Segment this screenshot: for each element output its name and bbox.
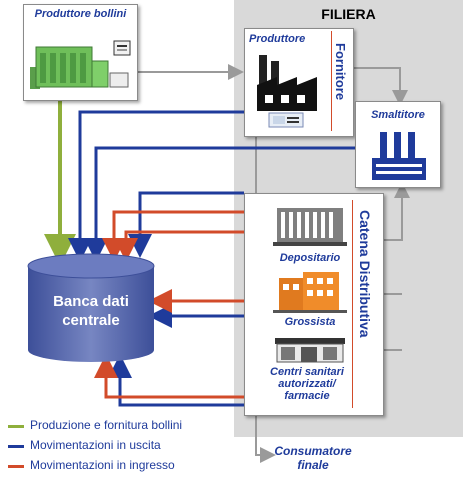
- smaltitore-label: Smaltitore: [371, 109, 425, 121]
- legend-label: Produzione e fornitura bollini: [30, 418, 183, 432]
- incinerator-icon: [372, 132, 426, 180]
- fornitore-divider: [331, 31, 332, 131]
- catena-side-label: Catena Distributiva: [357, 210, 373, 338]
- grossista-icon: [273, 272, 347, 313]
- filiera-title: FILIERA: [321, 6, 376, 22]
- printing-machine-icon: [30, 40, 131, 89]
- consumatore-label: Consumatore finale: [274, 444, 352, 472]
- legend-swatch-blue: [8, 445, 24, 448]
- smaltitore-box: Smaltitore: [355, 101, 441, 188]
- fornitore-side-label: Fornitore: [333, 43, 348, 101]
- pharmacy-icon: [275, 338, 345, 363]
- depositario-icon: [273, 208, 347, 246]
- database-cylinder-icon: [27, 253, 155, 362]
- catena-divider: [352, 200, 353, 408]
- red-flows: [94, 210, 244, 399]
- fornitore-box: Produttore Fornitore: [244, 28, 354, 137]
- produttore-bollini-label: Produttore bollini: [34, 8, 127, 20]
- catena-distributiva-box: Catena Distributiva Depositario Grossist…: [244, 193, 384, 416]
- centri-label: Centri sanitari autorizzati/ farmacie: [270, 366, 344, 402]
- legend-label: Movimentazioni in uscita: [30, 438, 161, 452]
- legend-label: Movimentazioni in ingresso: [30, 458, 175, 472]
- grossista-label: Grossista: [284, 316, 336, 328]
- produttore-bollini-box: Produttore bollini: [23, 4, 138, 101]
- legend-item-red: Movimentazioni in ingresso: [8, 458, 248, 474]
- legend-swatch-red: [8, 465, 24, 468]
- depositario-label: Depositario: [279, 252, 341, 264]
- legend-item-blue: Movimentazioni in uscita: [8, 438, 248, 454]
- legend-item-green: Produzione e fornitura bollini: [8, 418, 248, 434]
- legend-swatch-green: [8, 425, 24, 428]
- database-label: Banca dati centrale: [53, 293, 129, 329]
- factory-icon: [257, 55, 317, 128]
- produttore-label: Produttore: [249, 33, 306, 45]
